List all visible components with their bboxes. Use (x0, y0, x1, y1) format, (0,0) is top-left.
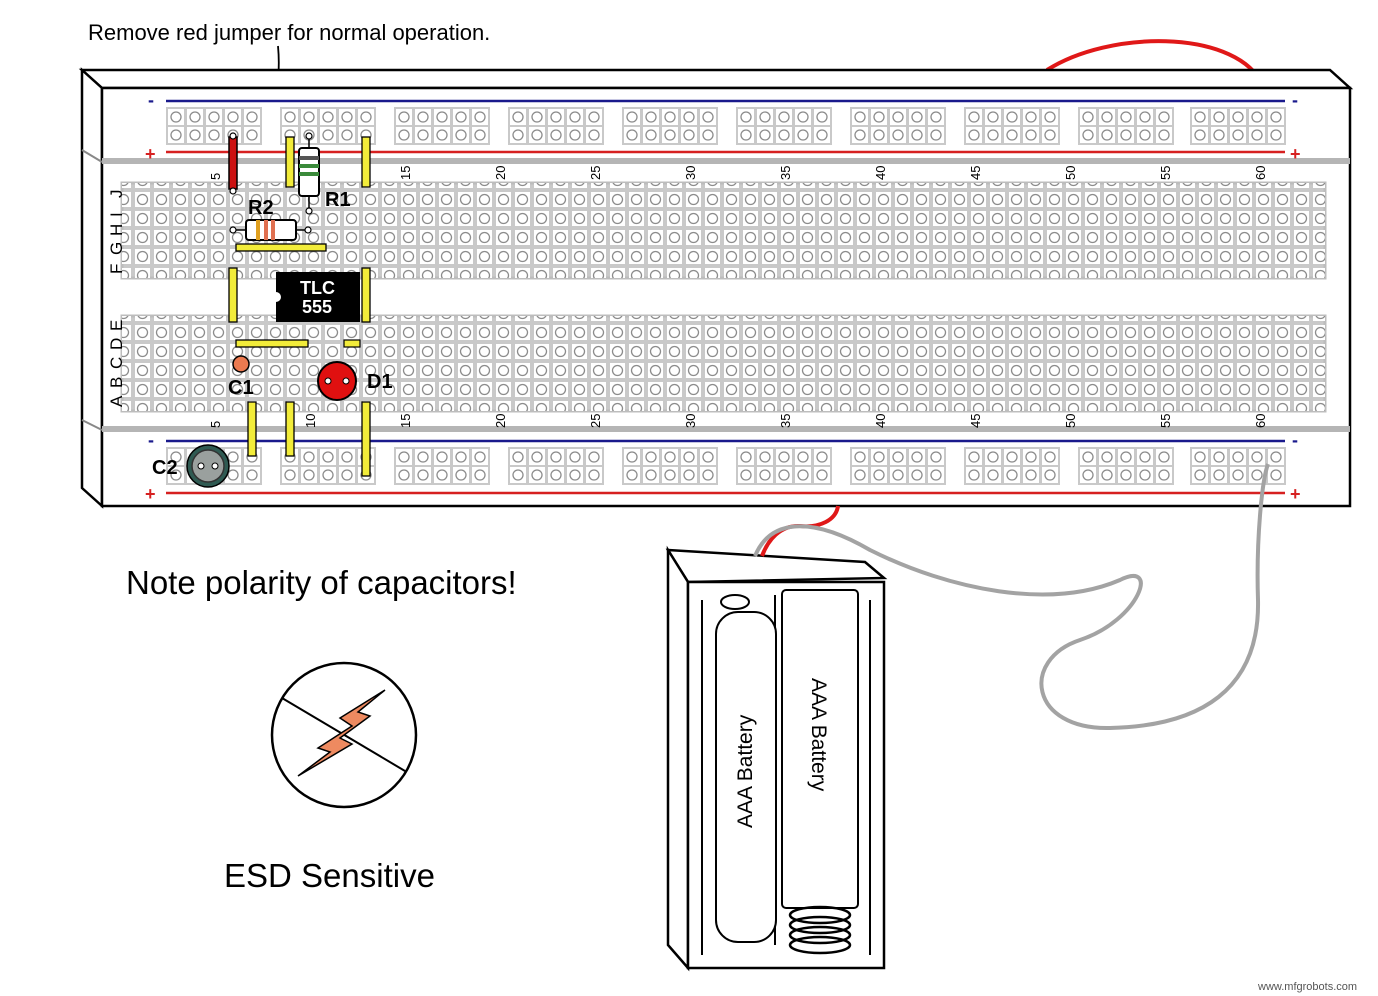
resistor-r1 (298, 132, 320, 215)
row-letter: G (107, 242, 126, 255)
esd-label: ESD Sensitive (224, 857, 435, 894)
column-number: 30 (683, 414, 698, 428)
rail-hole-group (1078, 107, 1174, 145)
ic-tlc555: TLC 555 (271, 272, 360, 322)
column-number: 55 (1158, 414, 1173, 428)
lightning-bolt-icon (297, 689, 386, 777)
rail-hole-group (394, 107, 490, 145)
column-number: 25 (588, 414, 603, 428)
watermark: www.mfgrobots.com (1257, 981, 1357, 993)
rail-hole-group (622, 107, 718, 145)
rail-hole-group (964, 447, 1060, 485)
rail-hole-group (166, 107, 262, 145)
yellow-jumper (285, 136, 295, 188)
row-letter: I (107, 212, 126, 217)
rail-hole-group (736, 447, 832, 485)
column-number: 5 (208, 421, 223, 428)
column-number: 15 (398, 166, 413, 180)
rail-hole-group (1078, 447, 1174, 485)
capacitor-c2 (186, 444, 230, 488)
esd-warning-icon (270, 661, 418, 809)
rail-plus-bottom-left: + (145, 484, 156, 504)
rail-hole-group (850, 447, 946, 485)
label-c2: C2 (152, 457, 178, 479)
battery-holder: AAA Battery AAA Battery (665, 545, 888, 972)
components: R1 R2 TLC 555 C1 D1 (152, 132, 393, 488)
rail-hole-group (394, 447, 490, 485)
column-number: 60 (1253, 414, 1268, 428)
rail-hole-group (1190, 107, 1286, 145)
column-number: 55 (1158, 166, 1173, 180)
column-number: 60 (1253, 166, 1268, 180)
yellow-jumper (285, 401, 295, 457)
row-letter: D (107, 338, 126, 350)
yellow-jumper (228, 267, 238, 323)
row-letter: A (107, 395, 126, 407)
column-number: 5 (208, 173, 223, 180)
rail-plus-top-right: + (1290, 144, 1301, 164)
red-jumper (228, 136, 238, 190)
rail-hole-group (964, 107, 1060, 145)
yellow-jumper (361, 136, 371, 188)
row-letter: E (107, 320, 126, 331)
label-d1: D1 (367, 371, 393, 393)
column-number: 40 (873, 414, 888, 428)
row-letter: J (107, 190, 126, 199)
resistor-r2 (229, 219, 312, 241)
label-r1: R1 (325, 189, 351, 211)
column-number: 30 (683, 166, 698, 180)
column-number: 50 (1063, 414, 1078, 428)
column-number: 20 (493, 166, 508, 180)
led-d1 (317, 361, 357, 401)
rail-plus-top-left: + (145, 144, 156, 164)
row-letter: B (107, 377, 126, 388)
rail-minus-bottom-left: - (148, 430, 154, 450)
label-c1: C1 (228, 377, 254, 399)
column-number: 25 (588, 166, 603, 180)
row-letter: H (107, 224, 126, 236)
yellow-jumper (247, 401, 257, 457)
rail-hole-group (508, 107, 604, 145)
rail-plus-bottom-right: + (1290, 484, 1301, 504)
power-rail-bottom (166, 447, 1286, 485)
column-number: 45 (968, 414, 983, 428)
battery-right-label: AAA Battery (807, 678, 830, 792)
yellow-jumper (235, 243, 327, 252)
column-numbers: 5510101515202025253030353540404545505055… (208, 166, 1268, 428)
rail-minus-top-right: - (1292, 90, 1298, 110)
polarity-note: Note polarity of capacitors! (126, 564, 517, 601)
rail-hole-group (508, 447, 604, 485)
rail-minus-top-left: - (148, 90, 154, 110)
column-number: 35 (778, 166, 793, 180)
column-number: 50 (1063, 166, 1078, 180)
yellow-jumper (361, 267, 371, 323)
rail-hole-group (850, 107, 946, 145)
ic-label-line1: TLC (300, 278, 335, 298)
rail-hole-group (622, 447, 718, 485)
battery-left-label: AAA Battery (734, 714, 757, 828)
jumper-note: Remove red jumper for normal operation. (88, 20, 490, 45)
column-number: 15 (398, 414, 413, 428)
battery-spring (788, 905, 852, 955)
rail-hole-group (736, 107, 832, 145)
column-number: 40 (873, 166, 888, 180)
yellow-jumper (361, 401, 371, 477)
ic-label-line2: 555 (302, 297, 332, 317)
power-rail-top (166, 107, 1286, 145)
row-letter: C (107, 357, 126, 369)
gray-ground-wire (753, 463, 1270, 731)
yellow-jumper (235, 339, 309, 348)
column-number: 45 (968, 166, 983, 180)
column-number: 10 (303, 414, 318, 428)
rail-minus-bottom-right: - (1292, 430, 1298, 450)
row-letter: F (107, 264, 126, 274)
rail-hole-group (1190, 447, 1286, 485)
capacitor-c1 (232, 355, 250, 373)
column-number: 35 (778, 414, 793, 428)
label-r2: R2 (248, 197, 274, 219)
column-number: 20 (493, 414, 508, 428)
